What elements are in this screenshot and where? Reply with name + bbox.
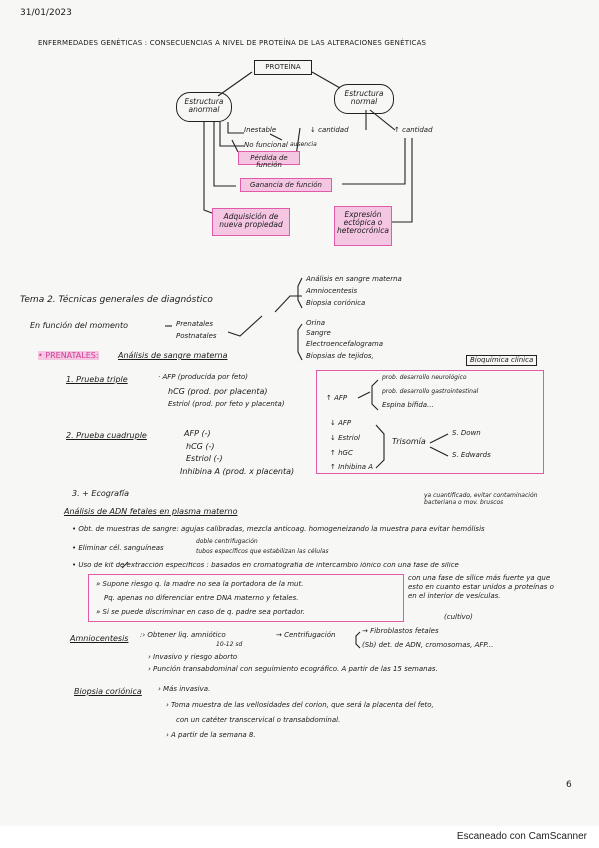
page-title: ENFERMEDADES GENÉTICAS : CONSECUENCIAS A…	[38, 39, 427, 47]
adquisicion-box: Adquisición de nueva propiedad	[212, 208, 290, 236]
cuad-item: hCG (-)	[186, 442, 215, 451]
scanner-label: Escaneado con CamScanner	[456, 831, 587, 842]
notebook-page: 31/01/2023 ENFERMEDADES GENÉTICAS : CONS…	[20, 8, 572, 790]
bioquimica-badge: Bioquímica clínica	[466, 355, 538, 366]
afp-result: prob. desarrollo gastrointestinal	[382, 388, 479, 395]
cantidad-down-label: ↓ cantidad	[310, 126, 349, 134]
en-funcion-label: En función del momento	[30, 321, 129, 330]
amnio-heading: Amniocentesis	[70, 634, 129, 643]
adn-line: • Obt. de muestras de sangre: agujas cal…	[72, 525, 485, 533]
adn-line: • Eliminar cél. sanguíneas	[72, 544, 164, 552]
postnatales-label: Postnatales	[176, 332, 217, 340]
cuad-item: Inhibina A (prod. x placenta)	[180, 467, 295, 476]
prueba-triple-label: 1. Prueba triple	[66, 375, 128, 384]
afp-results-box	[316, 370, 544, 474]
amnio-cultivo: (cultivo)	[444, 613, 473, 621]
estructura-normal-label: Estructura normal	[344, 89, 384, 106]
date: 31/01/2023	[20, 8, 72, 18]
triple-item: · AFP (producida por feto)	[158, 373, 249, 381]
riesgo-pink-box	[88, 574, 404, 622]
proteina-box: PROTEÍNA	[254, 60, 312, 75]
pre-item: Análisis en sangre materna	[306, 275, 402, 283]
adn-side-note: ya cuantificado, evitar contaminación ba…	[424, 492, 538, 507]
sindrome-label: S. Edwards	[452, 451, 491, 459]
biopsia-item: › Más invasiva.	[158, 685, 211, 693]
estructura-anormal-oval: Estructura anormal	[176, 92, 232, 122]
perdida-funcion-box: Pérdida de función	[238, 151, 300, 169]
pre-item: Biopsia coriónica	[306, 299, 366, 307]
biopsia-item: › A partir de la semana 8.	[166, 731, 256, 739]
cuad-item: AFP (-)	[184, 429, 211, 438]
biopsia-heading: Biopsia coriónica	[74, 687, 142, 696]
trisomia-marker: ↑ Inhibina A	[330, 463, 374, 471]
post-item: Sangre	[306, 329, 331, 337]
triple-item: hCG (prod. por placenta)	[168, 387, 268, 396]
amnio-item: › Punción transabdominal con seguimiento…	[148, 665, 438, 673]
adn-line: tubos específicos que estabilizan las cé…	[196, 548, 329, 555]
riesgo-line: » Supone riesgo q. la madre no sea la po…	[96, 580, 304, 588]
expresion-box: Expresión ectópica o heterocrónica	[334, 206, 392, 246]
adn-line: con una fase de sílice más fuerte ya que…	[408, 574, 554, 601]
prenatales-heading: • PRENATALES:	[38, 351, 99, 360]
riesgo-line: Pq. apenas no diferenciar entre DNA mate…	[104, 594, 299, 602]
perdida-label: Pérdida de función	[250, 154, 288, 170]
trisomia-marker: ↓ Estriol	[330, 434, 360, 442]
cantidad-up-label: ↑ cantidad	[394, 126, 433, 134]
ganancia-funcion-box: Ganancia de función	[240, 178, 332, 192]
diagram-arrows	[121, 71, 449, 649]
sangre-materna-subtitle: Análisis de sangre materna	[118, 351, 228, 360]
adn-line: doble centrifugación	[196, 538, 258, 545]
amnio-sb: (Sb) det. de ADN, cromosomas, AFP...	[362, 641, 494, 649]
post-item: Biopsias de tejidos,	[306, 352, 374, 360]
trisomia-marker: ↑ hGC	[330, 449, 353, 457]
post-item: Orina	[306, 319, 326, 327]
afp-up-label: ↑ AFP	[326, 394, 348, 402]
adn-heading: Análisis de ADN fetales en plasma matern…	[64, 507, 238, 516]
amnio-obtencion: :› Obtener liq. amniótico	[140, 631, 226, 639]
afp-result: Espina bífida...	[382, 401, 434, 409]
trisomia-marker: ↓ AFP	[330, 419, 352, 427]
biopsia-item: con un catéter transcervical o transabdo…	[176, 716, 341, 724]
expresion-label: Expresión ectópica o heterocrónica	[337, 210, 389, 235]
pre-item: Amniocentesis	[306, 287, 358, 295]
proteina-label: PROTEÍNA	[265, 63, 301, 71]
amnio-fibroblastos: → Fibroblastos fetales	[362, 627, 439, 635]
estructura-normal-oval: Estructura normal	[334, 84, 394, 114]
cuad-item: Estriol (-)	[186, 454, 223, 463]
biopsia-item: › Toma muestra de las vellosidades del c…	[166, 701, 434, 709]
amnio-semanas: 10-12 sd	[216, 641, 243, 648]
inestable-label: Inestable	[244, 126, 277, 134]
ecografia-label: 3. + Ecografía	[72, 489, 129, 498]
trisomia-label: Trisomía	[392, 437, 426, 446]
ausencia-label: ausencia	[290, 141, 317, 148]
prenatales-label: Prenatales	[176, 320, 214, 328]
triple-item: Estriol (prod. por feto y placenta)	[168, 400, 285, 408]
no-funcional-label: No funcional	[244, 141, 288, 149]
sindrome-label: S. Down	[452, 429, 481, 437]
amnio-item: › Invasivo y riesgo aborto	[148, 653, 238, 661]
ganancia-label: Ganancia de función	[249, 181, 322, 189]
afp-result: prob. desarrollo neurológico	[382, 374, 467, 381]
page-number: 6	[566, 780, 572, 790]
post-item: Electroencefalograma	[306, 340, 384, 348]
estructura-anormal-label: Estructura anormal	[184, 97, 224, 114]
adn-line: • Uso de kit de extracción específicos :…	[72, 562, 459, 569]
scanner-footer: Escaneado con CamScanner	[0, 826, 599, 848]
adquisicion-label: Adquisición de nueva propiedad	[219, 212, 283, 229]
prueba-cuadruple-label: 2. Prueba cuadruple	[66, 431, 147, 440]
amnio-centrifugacion: → Centrifugación	[276, 631, 336, 639]
tema-title: Tema 2. Técnicas generales de diagnóstic…	[20, 295, 213, 305]
riesgo-line: » Si se puede discriminar en caso de q. …	[96, 608, 305, 616]
